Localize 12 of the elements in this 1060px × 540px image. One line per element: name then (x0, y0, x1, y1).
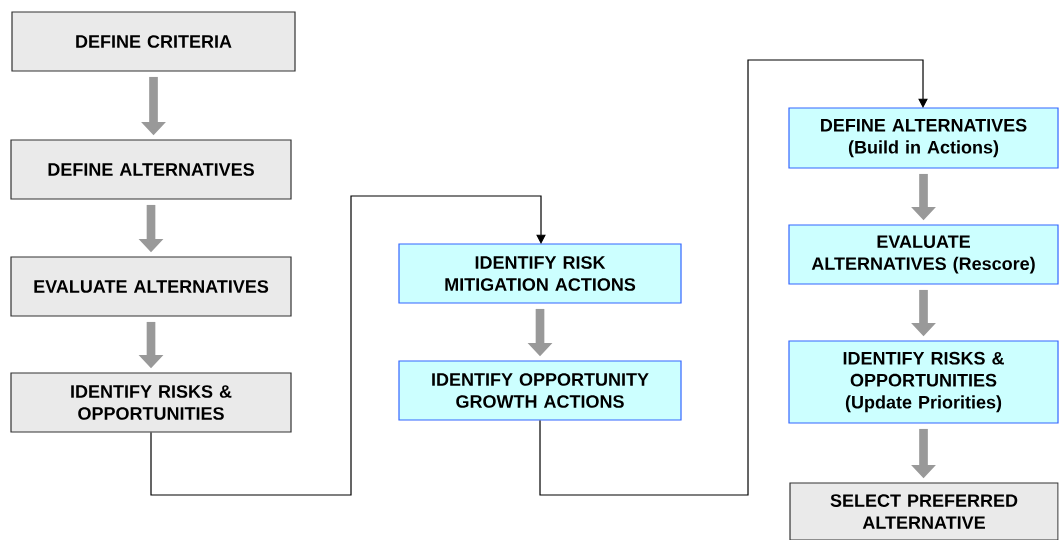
process-box: SELECT PREFERRED ALTERNATIVE (789, 482, 1059, 540)
process-box: IDENTIFY RISKS & OPPORTUNITIES (10, 372, 292, 433)
process-box: IDENTIFY OPPORTUNITY GROWTH ACTIONS (398, 360, 682, 421)
connector-arrow (150, 195, 546, 496)
process-box: DEFINE ALTERNATIVES (Build in Actions) (788, 107, 1059, 169)
process-box: IDENTIFY RISKS & OPPORTUNITIES (Update Priorities) (788, 340, 1059, 424)
process-box: DEFINE ALTERNATIVES (10, 139, 292, 200)
process-box: EVALUATE ALTERNATIVES (10, 256, 292, 317)
process-box: IDENTIFY RISK MITIGATION ACTIONS (398, 243, 682, 304)
process-box: DEFINE CRITERIA (11, 11, 296, 72)
connector-arrow (539, 59, 928, 496)
process-box: EVALUATE ALTERNATIVES (Rescore) (788, 224, 1059, 285)
